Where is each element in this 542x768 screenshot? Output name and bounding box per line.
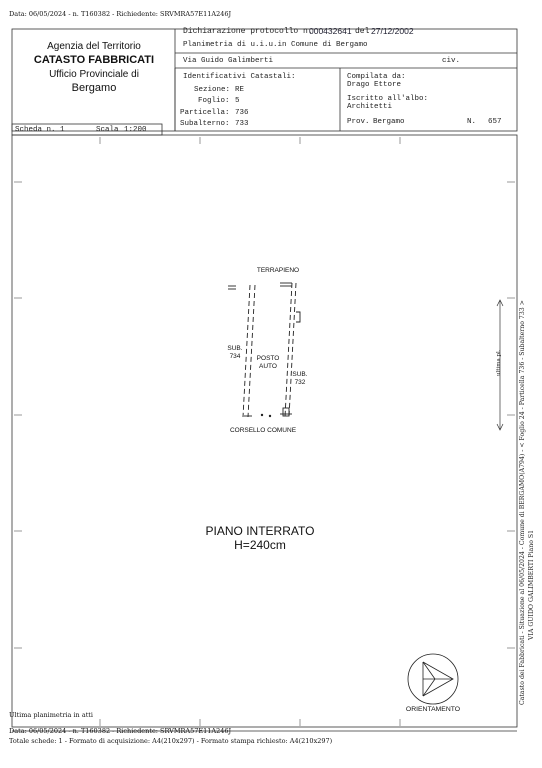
side-address-text: VIA GUIDO GALIMBERTI Piano S1	[528, 529, 535, 640]
foglio-value: 5	[235, 97, 240, 105]
foglio-label: Foglio:	[198, 97, 230, 105]
scheda-label: Scheda n.	[15, 126, 56, 134]
sub-left-number: 734	[229, 353, 241, 360]
posto-label: POSTO	[256, 355, 280, 362]
ufficio-label: Ufficio Provinciale di	[49, 69, 139, 80]
footer-line-2: Totale schede: 1 - Formato di acquisizio…	[9, 737, 333, 745]
piano-title: PIANO INTERRATO	[205, 524, 315, 538]
n-label: N.	[467, 118, 477, 126]
sub-right-number: 732	[294, 379, 306, 386]
civ-label: civ.	[442, 57, 461, 65]
compass-icon	[407, 653, 459, 705]
iscritto-label: Iscritto all'albo:	[347, 95, 429, 103]
subalterno-value: 733	[235, 120, 249, 128]
identificativi-title: Identificativi Catastali:	[183, 73, 296, 81]
side-situation-text: Catasto dei Fabbricati - Situazione al 0…	[519, 300, 526, 705]
scala-label: Scala	[96, 126, 119, 134]
agency-name: Agenzia del Territorio	[47, 41, 141, 52]
declaration-del-label: del	[355, 27, 370, 36]
sezione-label: Sezione:	[194, 86, 231, 94]
scheda-value: 1	[60, 126, 65, 134]
auto-label: AUTO	[259, 363, 277, 370]
sub-left-label: SUB.	[227, 345, 243, 352]
albo-value: Architetti	[347, 103, 393, 111]
prov-value: Bergamo	[373, 118, 405, 126]
catasto-title: CATASTO FABBRICATI	[33, 54, 155, 66]
address: Via Guido Galimberti	[183, 57, 274, 65]
corsello-label: CORSELLO COMUNE	[229, 427, 297, 434]
declaration-number: 000432641	[309, 26, 352, 36]
terrapieno-label: TERRAPIENO	[256, 267, 300, 274]
compilata-label: Compilata da:	[347, 73, 406, 81]
particella-label: Particella:	[180, 109, 230, 117]
declaration-label: Dichiarazione protocollo n.	[183, 27, 313, 36]
sezione-value: RE	[235, 86, 245, 94]
ufficio-city: Bergamo	[71, 82, 117, 94]
piano-height: H=240cm	[234, 538, 286, 552]
declaration-date: 27/12/2002	[371, 26, 414, 36]
footer-line-1: Data: 06/05/2024 - n. T160382 - Richiede…	[9, 727, 232, 735]
ultima-planimetria: Ultima planimetria in atti	[9, 711, 93, 719]
orientamento-label: ORIENTAMENTO	[405, 706, 461, 713]
compilata-name: Drago Ettore	[347, 81, 402, 89]
prov-label: Prov.	[347, 118, 370, 126]
particella-value: 736	[235, 109, 249, 117]
scala-value: 1:200	[124, 126, 147, 134]
header-meta: Data: 06/05/2024 - n. T160382 - Richiede…	[9, 10, 232, 18]
n-value: 657	[488, 118, 502, 126]
planimetria-label: Planimetria di u.i.u.in Comune di Bergam…	[183, 41, 368, 49]
subalterno-label: Subalterno:	[180, 120, 230, 128]
side-stamp-text: ultima pl.	[496, 349, 502, 376]
sub-right-label: SUB.	[292, 371, 308, 378]
